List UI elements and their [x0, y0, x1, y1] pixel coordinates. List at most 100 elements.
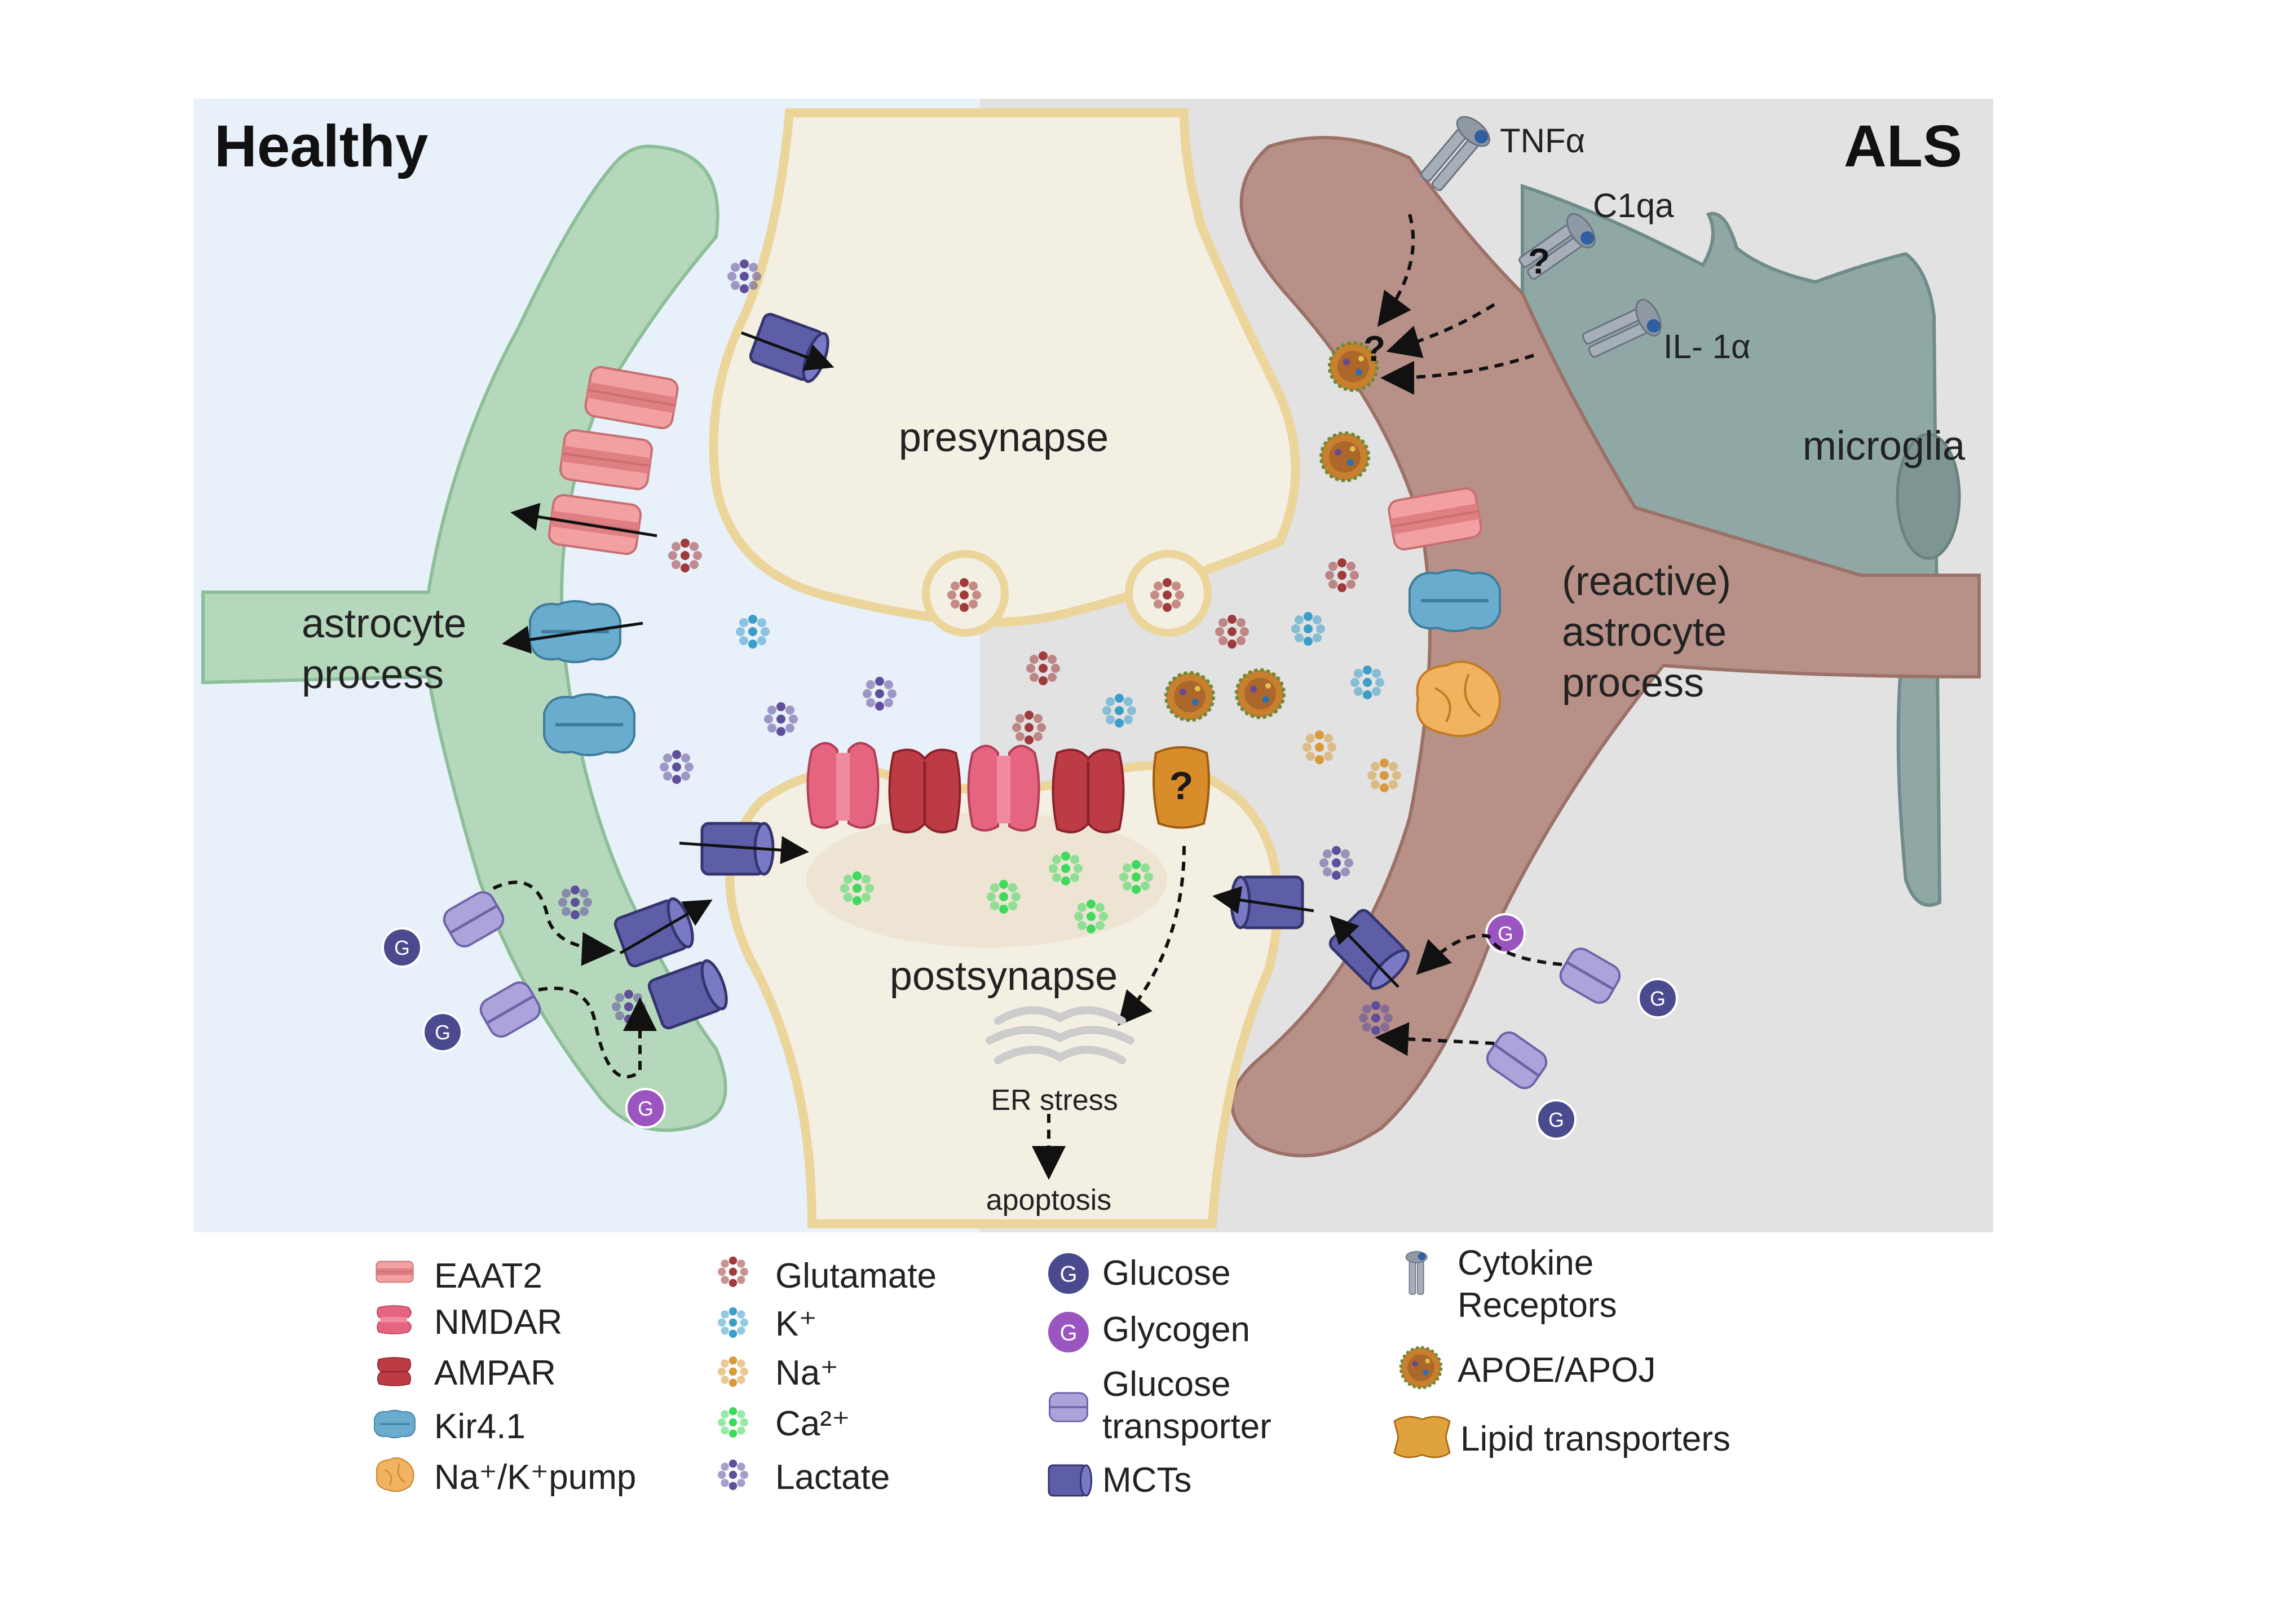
calcium-cluster [1049, 852, 1083, 885]
glucose-icon: G [382, 927, 422, 968]
unknown-receptor: ? [1153, 746, 1210, 829]
legend-glucose-transporter-icon [1048, 1392, 1089, 1422]
glutamate-cluster [668, 539, 702, 572]
lactate-cluster [727, 259, 761, 293]
apoe-apoj-particle [1166, 673, 1213, 720]
legend-sodium: Na⁺ [775, 1354, 838, 1392]
nmdar-receptor [806, 742, 880, 829]
arrow-eaat2-uptake [510, 503, 657, 537]
mct-transporter [1231, 877, 1302, 928]
postsynapse-label: postsynapse [890, 954, 1118, 999]
legend-potassium: K⁺ [775, 1304, 817, 1343]
microglia-label: microglia [1803, 424, 1966, 469]
lactate-cluster [1319, 846, 1353, 880]
als-title: ALS [1844, 113, 1962, 179]
apoe-apoj-particle [1237, 670, 1284, 717]
legend-lactate: Lactate [775, 1458, 890, 1497]
presynapse-terminal [709, 108, 1300, 627]
lactate-cluster [863, 677, 897, 711]
lactate-cluster [660, 750, 694, 784]
legend-kir41: Kir4.1 [434, 1407, 526, 1446]
calcium-cluster [987, 880, 1021, 914]
kir41-channel [544, 694, 634, 755]
legend-cytokine-line1: Cytokine [1458, 1244, 1593, 1283]
svg-text:G: G [1059, 1262, 1077, 1286]
arrow-glycogen-reactive [1416, 933, 1562, 975]
apoe-apoj-particle [1321, 433, 1368, 481]
glutamate-cluster [947, 578, 981, 612]
legend-glucose-transporter-line2: transporter [1102, 1407, 1271, 1446]
lipid-transporter [1416, 660, 1501, 737]
legend-apoe-apoj: APOE/APOJ [1458, 1351, 1655, 1390]
potassium-cluster [1350, 666, 1384, 699]
glutamate-cluster [1012, 711, 1046, 744]
arrow-mct-pre [741, 331, 834, 371]
question-mark: ? [1169, 764, 1194, 808]
glycogen-icon: G [1485, 913, 1526, 954]
c1qa-label: C1qa [1593, 187, 1674, 224]
microglia-nucleus [1896, 433, 1961, 560]
legend-pump-icon [376, 1457, 414, 1492]
legend-calcium-icon [718, 1407, 748, 1438]
svg-text:G: G [1548, 1109, 1564, 1131]
glycogen-icon: G [625, 1088, 666, 1129]
eaat2-transporter [558, 428, 655, 492]
apoe-question-mark: ? [1363, 328, 1385, 369]
calcium-cluster [840, 871, 874, 905]
legend-glutamate: Glutamate [775, 1257, 937, 1295]
potassium-cluster [736, 615, 770, 649]
legend-kir41-icon [373, 1409, 416, 1439]
legend-nmdar-icon [377, 1305, 412, 1334]
svg-text:G: G [638, 1098, 654, 1120]
glutamate-cluster [1325, 558, 1359, 592]
arrow-kir-uptake [502, 622, 643, 654]
glucose-icon: G [1637, 978, 1678, 1019]
svg-text:G: G [435, 1021, 451, 1044]
arrow-tnfa-signal [1377, 214, 1415, 327]
legend-apoe-icon [1401, 1347, 1441, 1387]
legend-glucose-icon: G [1046, 1251, 1091, 1296]
er-stress-label: ER stress [991, 1084, 1118, 1117]
legend-glucose-transporter-line1: Glucose [1102, 1365, 1230, 1404]
arrow-il1a-signal [1380, 354, 1534, 395]
svg-text:G: G [1498, 923, 1513, 945]
reactive-astrocyte [1230, 136, 1981, 1158]
legend-calcium: Ca²⁺ [775, 1404, 850, 1443]
legend-potassium-icon [718, 1307, 748, 1338]
legend-glutamate-icon [718, 1257, 748, 1287]
potassium-cluster [1102, 694, 1136, 728]
legend-lipid-transporters: Lipid transporters [1460, 1420, 1730, 1458]
legend: EAAT2 NMDAR AMPAR Kir4.1 Na⁺/K⁺pump Glut… [373, 1244, 1730, 1500]
lactate-cluster [1359, 1001, 1393, 1035]
kir41-channel [1410, 570, 1500, 631]
glutamate-cluster [1026, 651, 1060, 685]
legend-lipid-transporter-icon [1393, 1416, 1451, 1458]
calcium-cluster [1074, 900, 1108, 933]
lactate-cluster [764, 702, 798, 736]
arrow-er-stress [1118, 845, 1186, 1026]
legend-ampar: AMPAR [434, 1354, 556, 1392]
glutamate-cluster [1215, 615, 1249, 649]
arrow-mct-post [679, 836, 809, 865]
reactive-label-line3: process [1562, 660, 1704, 706]
reactive-label-line1: (reactive) [1562, 559, 1731, 604]
arrow-glucose-reactive [1375, 1022, 1495, 1056]
il1a-label: IL- 1α [1663, 328, 1751, 365]
legend-na-k-pump: Na⁺/K⁺pump [434, 1458, 636, 1497]
legend-mct-icon [1048, 1464, 1093, 1497]
legend-glycogen: Glycogen [1102, 1310, 1250, 1349]
legend-cytokine-receptor-icon [1405, 1251, 1428, 1295]
legend-eaat2-icon [376, 1261, 414, 1283]
svg-text:G: G [1650, 988, 1666, 1010]
glucose-icon: G [422, 1012, 463, 1052]
glucose-icon: G [1536, 1099, 1577, 1140]
calcium-cluster [1119, 860, 1153, 894]
astrocyte-label-line2: process [302, 652, 444, 697]
potassium-cluster [1291, 612, 1325, 646]
svg-text:G: G [394, 937, 410, 959]
sodium-cluster [1302, 730, 1336, 764]
apoptosis-label: apoptosis [986, 1184, 1112, 1217]
legend-glycogen-icon: G [1046, 1310, 1091, 1355]
lactate-cluster [558, 885, 592, 919]
